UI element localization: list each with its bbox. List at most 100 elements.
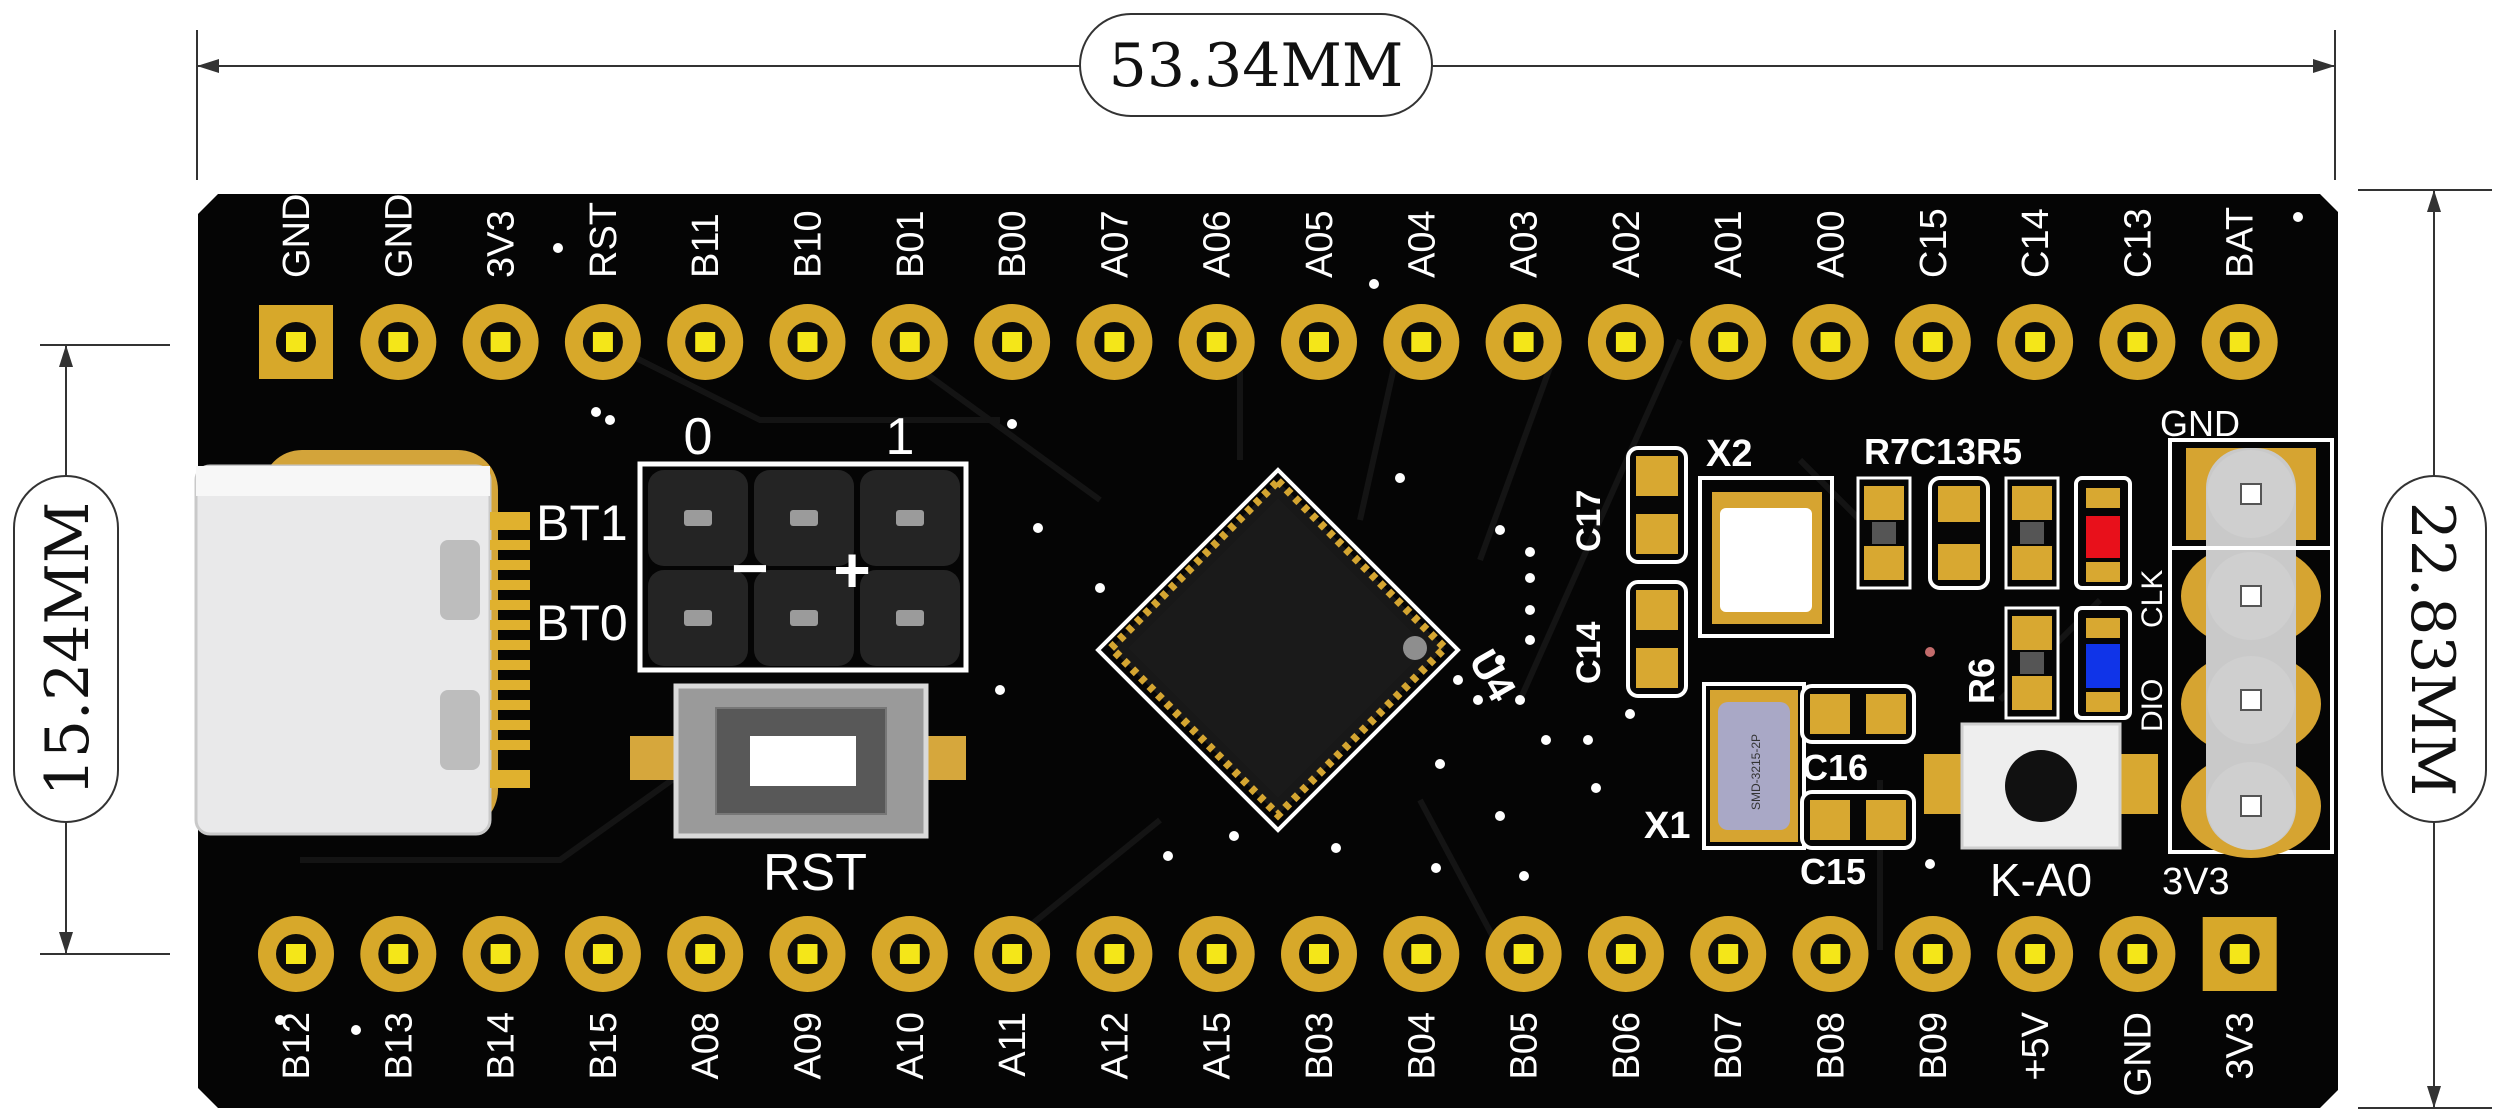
bottom-pin xyxy=(1587,916,1664,992)
top-pin xyxy=(667,304,744,380)
swd-clk-label: CLK xyxy=(2136,570,2169,628)
top-pin-label: 3V3 xyxy=(481,210,523,278)
top-pin xyxy=(259,305,333,379)
top-pin xyxy=(1485,304,1562,380)
top-pin-label: A03 xyxy=(1504,210,1546,278)
resistor-capacitor-group: R7C13R5 xyxy=(1856,431,2060,590)
bottom-pin-label: A12 xyxy=(1094,1012,1136,1080)
top-pin-label: C14 xyxy=(2015,208,2057,278)
swd-header: GND 3V3 CLK DIO xyxy=(2136,403,2334,903)
bottom-pin-label: B09 xyxy=(1913,1012,1955,1080)
swd-3v3-label: 3V3 xyxy=(2162,861,2230,903)
bottom-pin-label: B08 xyxy=(1811,1012,1853,1080)
right-dimension-label: 22.83MM xyxy=(2397,502,2467,797)
top-pin-label: A01 xyxy=(1708,210,1750,278)
bottom-pin xyxy=(1997,916,2074,992)
top-pin-label: A07 xyxy=(1094,210,1136,278)
bottom-pin-label: B07 xyxy=(1708,1012,1750,1080)
top-pin-label: A04 xyxy=(1401,210,1443,278)
resistor-r6: R6 xyxy=(1961,606,2060,720)
bottom-pin-label: A15 xyxy=(1197,1012,1239,1080)
top-pin-label: A06 xyxy=(1197,210,1239,278)
capacitor-c16: C16 xyxy=(1800,684,1916,788)
bottom-pin xyxy=(1485,916,1562,992)
key-label: K-A0 xyxy=(1990,854,2092,906)
top-pin xyxy=(360,304,437,380)
top-pin-label: A00 xyxy=(1811,210,1853,278)
crystal-marking: SMD-3215-2P xyxy=(1749,734,1763,810)
boot-row-bt1: BT1 xyxy=(536,495,628,551)
top-pin-label: C13 xyxy=(2117,208,2159,278)
top-pin xyxy=(564,304,641,380)
bottom-pin xyxy=(1792,916,1869,992)
bottom-pin-label: A10 xyxy=(890,1012,932,1080)
top-pin xyxy=(462,304,539,380)
bottom-pin-label: GND xyxy=(2117,1012,2159,1096)
top-pin xyxy=(871,304,948,380)
bottom-pin-label: B05 xyxy=(1504,1012,1546,1080)
r7c13r5-label: R7C13R5 xyxy=(1864,431,2022,472)
top-pin xyxy=(1076,304,1153,380)
boot-col-1: 1 xyxy=(886,408,915,466)
top-pin xyxy=(974,304,1051,380)
top-pin-label: RST xyxy=(583,202,625,278)
bottom-pin-label: A08 xyxy=(685,1012,727,1080)
top-pin-label: GND xyxy=(276,194,318,278)
top-pin xyxy=(1587,304,1664,380)
dimension-left: 15.24MM xyxy=(13,344,170,955)
bottom-pin-label: A11 xyxy=(992,1012,1034,1077)
bottom-pin xyxy=(462,916,539,992)
bottom-pin xyxy=(2202,917,2277,991)
top-pin-label: B01 xyxy=(890,210,932,278)
crystal-x1: SMD-3215-2P X1 xyxy=(1644,682,1806,850)
bottom-pin xyxy=(2099,916,2176,992)
crystal-x2: X2 xyxy=(1698,433,1834,638)
reset-button-label: RST xyxy=(763,844,867,902)
bottom-pin xyxy=(871,916,948,992)
top-pin xyxy=(1178,304,1255,380)
top-pin xyxy=(1690,304,1767,380)
reset-button: RST xyxy=(630,683,966,902)
bottom-pin xyxy=(974,916,1051,992)
bottom-pin-label: B03 xyxy=(1299,1012,1341,1080)
bottom-pin-label: A09 xyxy=(788,1012,830,1080)
bottom-pin xyxy=(1281,916,1357,992)
top-pin xyxy=(2201,304,2278,380)
boot-row-bt0: BT0 xyxy=(536,595,628,651)
dimension-right: 22.83MM xyxy=(2358,189,2492,1109)
c14-label: C14 xyxy=(1570,622,1608,684)
bottom-pin xyxy=(1894,916,1971,992)
capacitor-c14: C14 xyxy=(1570,580,1688,698)
capacitor-c17: C17 xyxy=(1570,446,1688,564)
bottom-pin xyxy=(769,916,846,992)
top-pin-label: BAT xyxy=(2220,207,2262,278)
bottom-pin xyxy=(564,916,641,992)
top-pin xyxy=(1997,304,2074,380)
top-pin-label: A02 xyxy=(1606,210,1648,278)
width-dimension-label: 53.34MM xyxy=(1109,31,1404,101)
top-pin-label: C15 xyxy=(1913,208,1955,278)
bottom-pin-label: B15 xyxy=(583,1012,625,1080)
c16-label: C16 xyxy=(1802,747,1868,788)
c15-label: C15 xyxy=(1800,851,1866,892)
usb-c-connector xyxy=(194,450,530,836)
bottom-pin-label: B04 xyxy=(1401,1012,1443,1080)
top-pin xyxy=(769,304,846,380)
top-pin-label: B10 xyxy=(788,210,830,278)
led-red xyxy=(2074,476,2132,590)
bottom-pin xyxy=(1178,916,1255,992)
led-blue xyxy=(2074,606,2132,720)
top-pin xyxy=(1894,304,1971,380)
top-pin xyxy=(1383,304,1460,380)
x1-label: X1 xyxy=(1644,805,1690,847)
top-pin-label: A05 xyxy=(1299,210,1341,278)
left-dimension-label: 15.24MM xyxy=(33,502,103,797)
top-pin-label: B00 xyxy=(992,210,1034,278)
top-pin xyxy=(1281,304,1357,380)
capacitor-c15: C15 xyxy=(1800,790,1916,892)
vias xyxy=(275,212,2303,1035)
bottom-pin-label: B06 xyxy=(1606,1012,1648,1080)
